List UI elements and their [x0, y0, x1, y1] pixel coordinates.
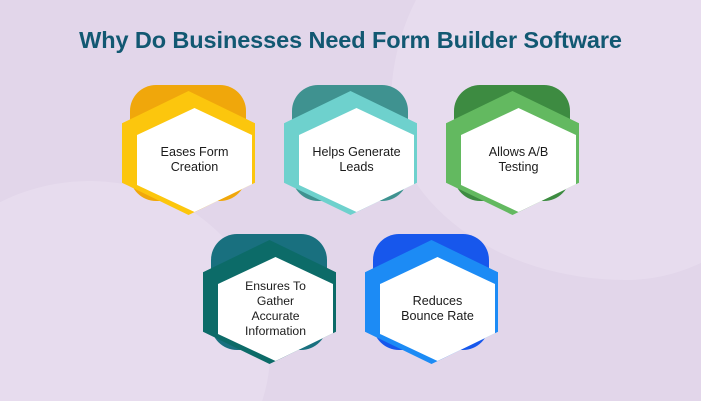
hexagon-card-eases-form-creation[interactable]: Eases Form Creation: [116, 84, 261, 215]
hexagon-card-ensures-to-gather-accurate-information[interactable]: Ensures To Gather Accurate Information: [197, 233, 342, 364]
page-title: Why Do Businesses Need Form Builder Soft…: [79, 27, 622, 53]
hexagon-label: Allows A/B Testing: [488, 144, 549, 174]
hexagon-label: Reduces Bounce Rate: [401, 293, 474, 323]
hexagon-card-reduces-bounce-rate[interactable]: Reduces Bounce Rate: [359, 233, 504, 364]
hexagon-row-top: Eases Form Creation Helps Generate Leads…: [0, 84, 701, 215]
hexagon-card-helps-generate-leads[interactable]: Helps Generate Leads: [278, 84, 423, 215]
hexagon-card-allows-ab-testing[interactable]: Allows A/B Testing: [440, 84, 585, 215]
hexagon-label: Helps Generate Leads: [312, 144, 401, 174]
hexagon-label: Ensures To Gather Accurate Information: [245, 278, 306, 339]
hexagon-label: Eases Form Creation: [160, 144, 229, 174]
hexagon-row-bottom: Ensures To Gather Accurate Information R…: [0, 233, 701, 364]
